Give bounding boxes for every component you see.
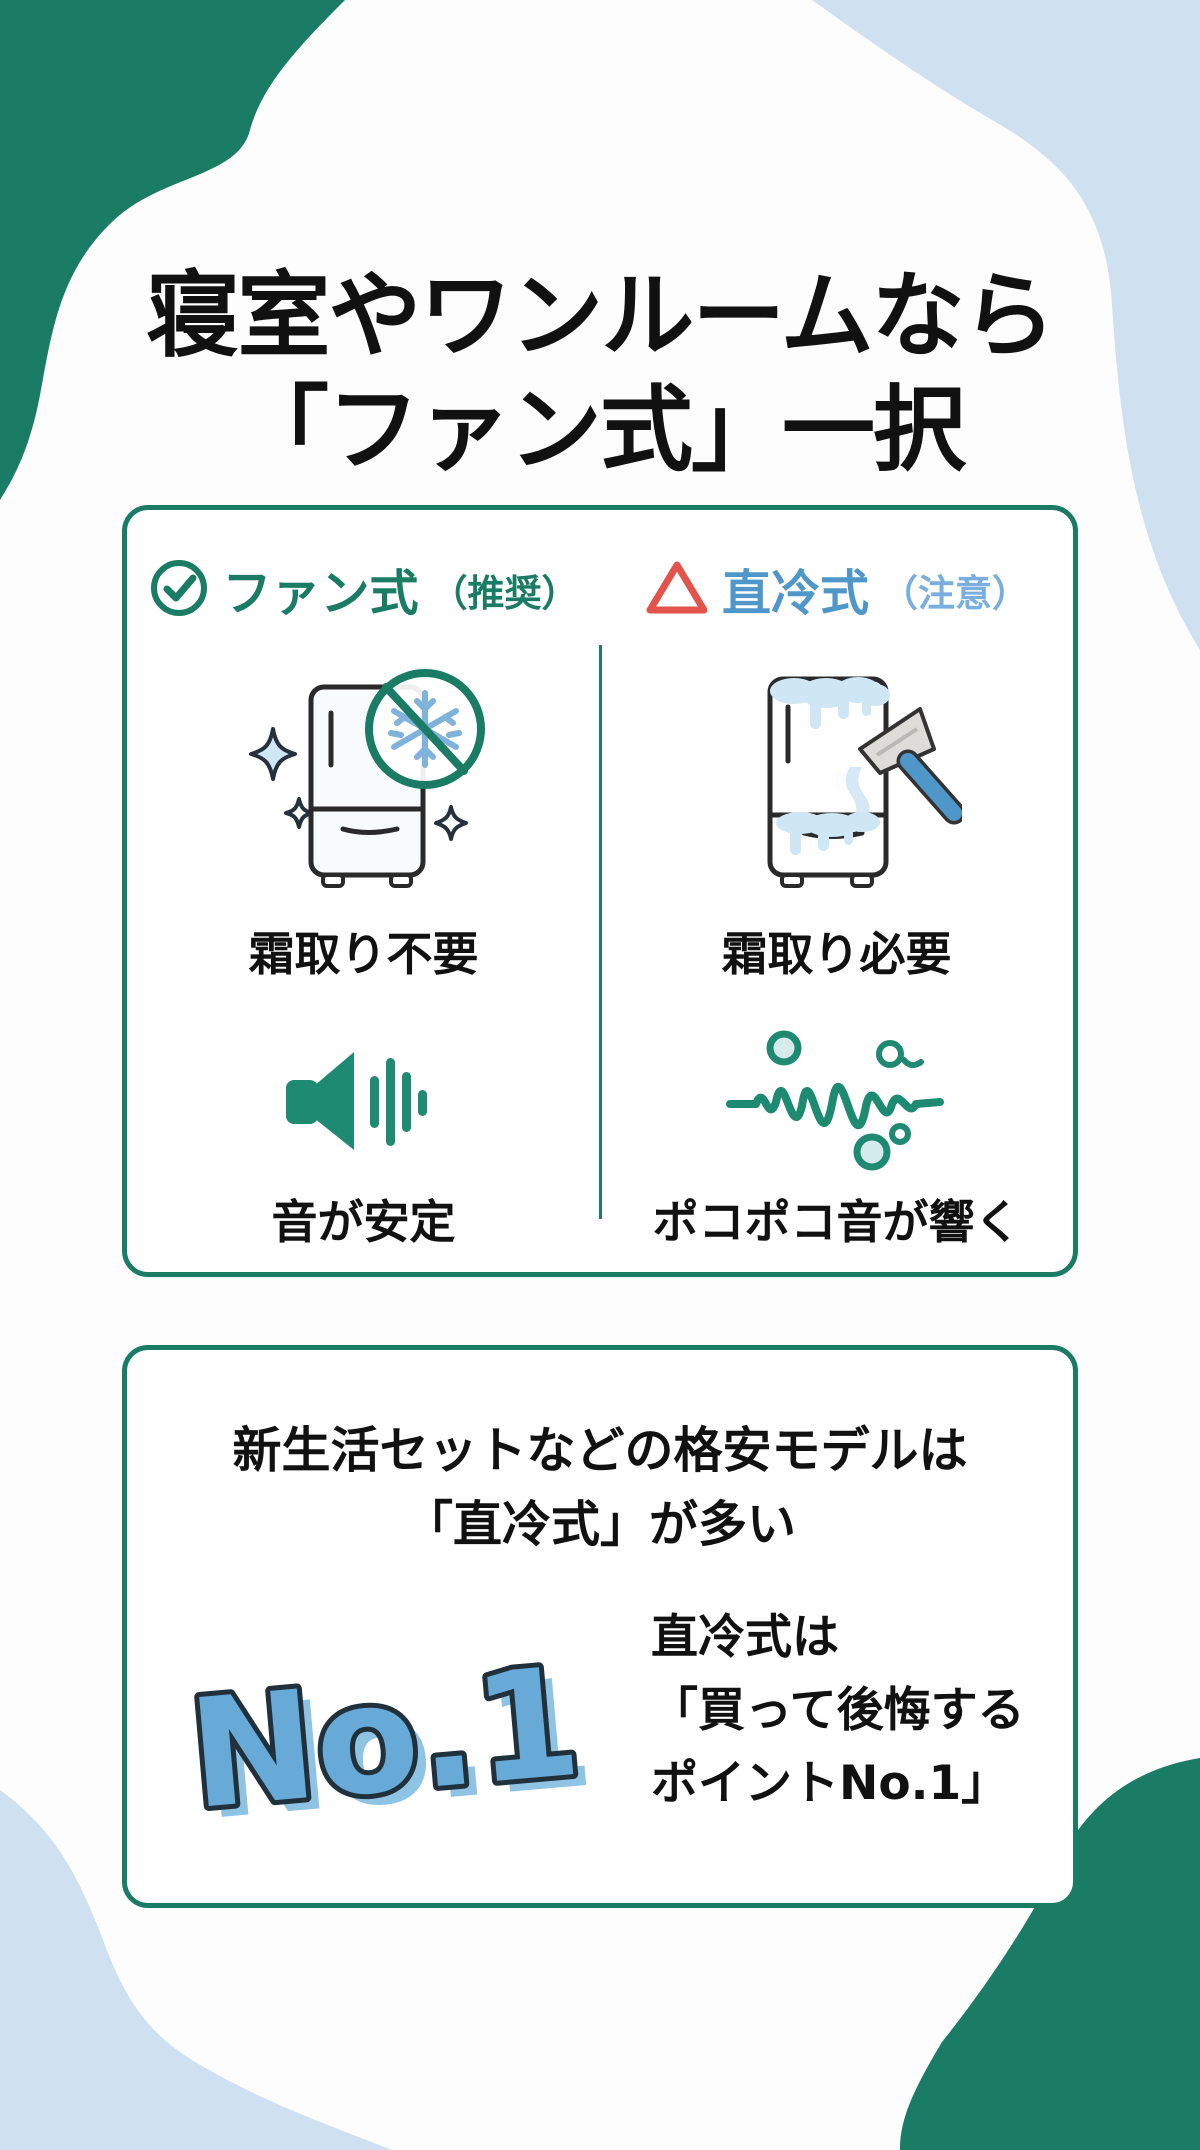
fan-type-header: ファン式 （推奨） — [127, 554, 600, 625]
no1-shadow-text: No.1 — [196, 1647, 600, 1844]
column-divider — [598, 645, 602, 1219]
no1-front-text: No.1 — [183, 1636, 587, 1843]
bottom-left-blue-blob — [0, 1790, 392, 2150]
comparison-card: ファン式 （推奨） 直冷式 （注意） — [122, 505, 1078, 1277]
page-title-line1: 寝室やワンルームなら — [146, 262, 1055, 371]
note-card: 新生活セットなどの格安モデルは 「直冷式」が多い No.1 No.1 直冷式は … — [122, 1345, 1078, 1908]
direct-point-2-label: ポコポコ音が響く — [652, 1195, 1021, 1249]
no1-rank-badge: No.1 No.1 — [175, 1579, 625, 1854]
direct-column: 霜取り必要 ポコポコ音が響く — [600, 640, 1073, 1272]
direct-type-header: 直冷式 （注意） — [600, 554, 1073, 625]
bottom-right-green-blob — [900, 1758, 1200, 2150]
fan-type-label: ファン式 — [222, 565, 419, 622]
check-circle-icon — [148, 557, 210, 623]
note-detail-line1: 直冷式は — [651, 1610, 839, 1666]
fan-type-badge: （推奨） — [430, 571, 579, 615]
fan-column: 霜取り不要 音が安定 — [127, 640, 600, 1272]
comparison-body: 霜取り不要 音が安定 — [127, 640, 1073, 1272]
sparkling-fridge-no-frost-icon — [239, 654, 489, 912]
note-detail-line3: ポイントNo.1」 — [651, 1755, 1009, 1811]
note-detail-row: No.1 No.1 直冷式は 「買って後悔する ポイントNo.1」 — [127, 1579, 1073, 1854]
direct-point-1-label: 霜取り必要 — [721, 927, 952, 981]
top-right-blue-blob — [812, 0, 1200, 650]
page-title-line2: 「ファン式」一択 — [236, 375, 966, 484]
note-heading-line2: 「直冷式」が多い — [403, 1495, 796, 1553]
note-heading-line1: 新生活セットなどの格安モデルは — [232, 1422, 968, 1479]
top-left-green-blob — [0, 0, 345, 500]
note-detail-text: 直冷式は 「買って後悔する ポイントNo.1」 — [651, 1602, 1025, 1821]
direct-type-label: 直冷式 — [721, 565, 869, 622]
note-heading: 新生活セットなどの格安モデルは 「直冷式」が多い — [127, 1414, 1073, 1561]
page-title: 寝室やワンルームなら 「ファン式」一択 — [0, 260, 1200, 487]
fan-point-2-label: 音が安定 — [271, 1195, 456, 1249]
frosted-fridge-scraper-icon — [712, 654, 962, 912]
speaker-icon — [278, 1030, 450, 1172]
bubbling-soundwave-icon — [722, 1030, 952, 1172]
direct-type-badge: （注意） — [881, 571, 1029, 615]
warning-triangle-icon — [644, 558, 710, 622]
fan-point-1-label: 霜取り不要 — [248, 927, 479, 981]
note-detail-line2: 「買って後悔する — [651, 1683, 1025, 1739]
comparison-header: ファン式 （推奨） 直冷式 （注意） — [127, 510, 1073, 625]
